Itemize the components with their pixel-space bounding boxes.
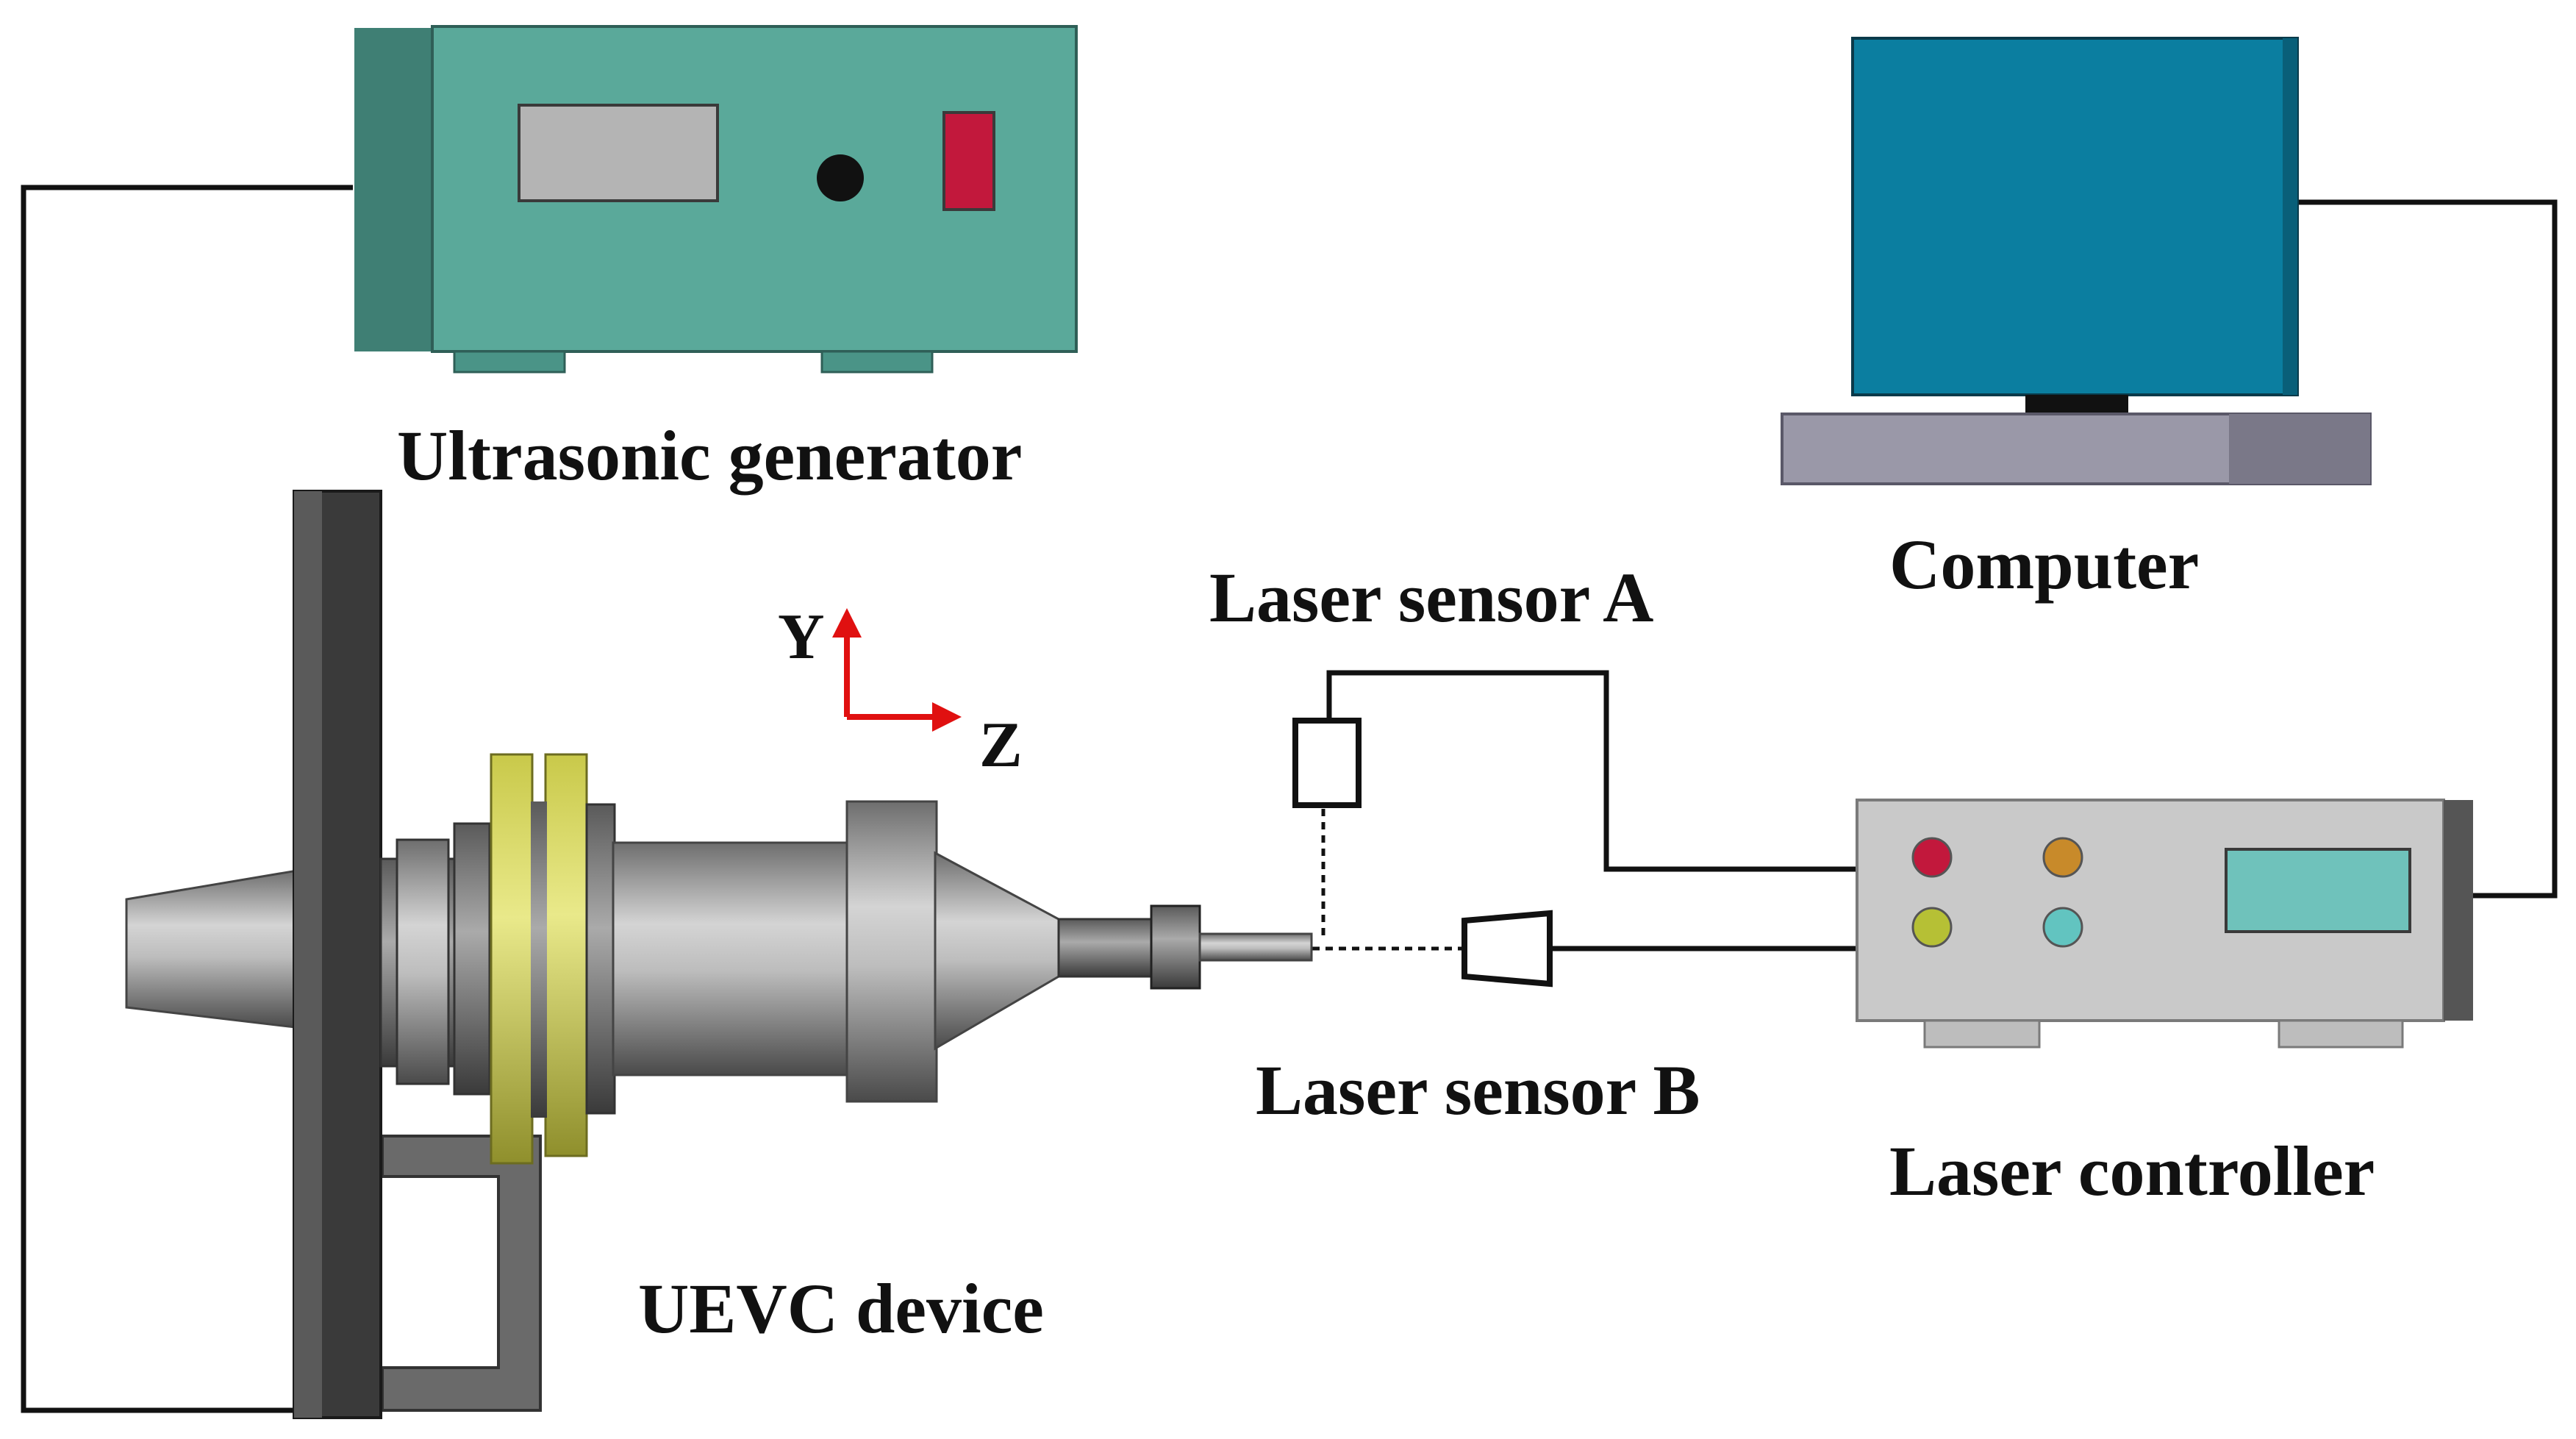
computer bbox=[1781, 37, 2372, 485]
cables bbox=[21, 185, 2558, 1413]
uevc-nut bbox=[1150, 904, 1201, 990]
monitor-screen bbox=[1851, 37, 2299, 396]
laser-sensor-b bbox=[1461, 910, 1553, 988]
uevc-yellow-flange-2 bbox=[544, 753, 588, 1157]
generator-display bbox=[518, 104, 719, 202]
uevc-yellow-flange-1 bbox=[490, 753, 534, 1165]
generator-foot-right bbox=[820, 350, 934, 374]
controller-display bbox=[2225, 848, 2411, 933]
controller-light-orange bbox=[2042, 837, 2083, 878]
uevc-tool bbox=[1198, 932, 1313, 962]
cable-generator-to-uevc bbox=[21, 185, 353, 1413]
uevc-horn bbox=[1057, 918, 1163, 978]
controller-light-cyan bbox=[2042, 907, 2083, 948]
controller-side-face bbox=[2444, 800, 2473, 1021]
generator-side-face bbox=[354, 28, 434, 351]
labels: Ultrasonic generator Computer Laser sens… bbox=[397, 416, 2375, 1348]
controller-light-red bbox=[1911, 837, 1953, 878]
uevc-main-body bbox=[612, 841, 857, 1076]
label-ultrasonic-generator: Ultrasonic generator bbox=[397, 416, 1022, 495]
uevc-nose-cone bbox=[934, 851, 1060, 1051]
label-laser-controller: Laser controller bbox=[1889, 1132, 2375, 1210]
laser-sensor-a bbox=[1292, 718, 1362, 808]
label-uevc-device: UEVC device bbox=[638, 1269, 1044, 1348]
cable-computer-to-controller bbox=[2297, 199, 2558, 899]
uevc-device bbox=[125, 490, 1313, 1419]
generator-switch bbox=[942, 111, 995, 211]
uevc-front-flange bbox=[845, 800, 938, 1103]
label-laser-sensor-b: Laser sensor B bbox=[1256, 1051, 1700, 1129]
cable-sensor-a-to-controller bbox=[1326, 670, 1860, 872]
z-axis-label: Z bbox=[979, 710, 1023, 781]
label-laser-sensor-a: Laser sensor A bbox=[1209, 558, 1654, 637]
ultrasonic-generator bbox=[354, 25, 1078, 374]
controller-foot-left bbox=[1923, 1019, 2041, 1049]
controller-foot-right bbox=[2278, 1019, 2404, 1049]
laser-controller bbox=[1856, 799, 2473, 1049]
coordinate-axes: Y Z bbox=[778, 601, 1023, 781]
y-axis-label: Y bbox=[778, 601, 825, 673]
generator-foot-left bbox=[453, 350, 566, 374]
uevc-bracket bbox=[381, 1135, 542, 1412]
controller-light-yellowgreen bbox=[1911, 907, 1953, 948]
uevc-taper bbox=[125, 868, 303, 1029]
label-computer: Computer bbox=[1889, 525, 2199, 604]
monitor-side bbox=[2283, 38, 2297, 395]
laser-sensors bbox=[1292, 718, 1553, 988]
generator-knob bbox=[817, 154, 864, 201]
keyboard-base-side bbox=[2229, 414, 2370, 484]
monitor-stand bbox=[2025, 395, 2128, 414]
